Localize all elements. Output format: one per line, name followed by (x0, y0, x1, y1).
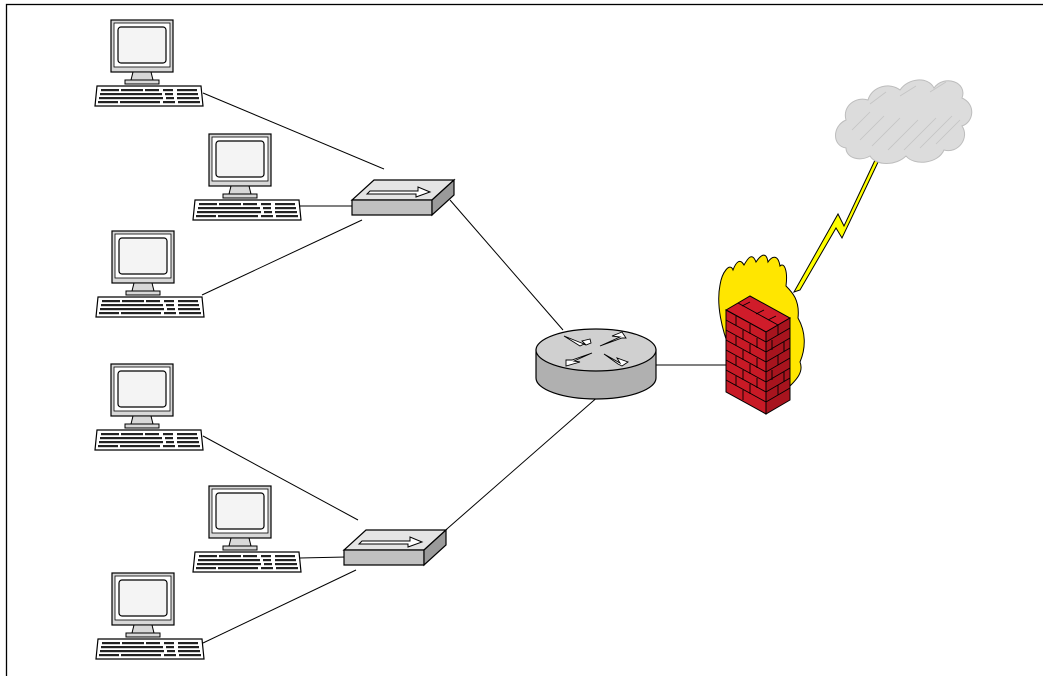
link-pc5-switch2 (299, 556, 347, 559)
firewall-icon (718, 254, 805, 415)
workstation-icon (192, 133, 302, 221)
workstation-icon (94, 363, 204, 451)
switch-icon (343, 529, 447, 566)
link-switch2-router (439, 394, 601, 536)
links-group (201, 92, 728, 644)
link-pc1-switch1 (202, 92, 385, 170)
link-switch1-router (449, 199, 564, 331)
workstation-icon (95, 572, 205, 660)
router-icon (535, 328, 657, 400)
cloud-icon (835, 79, 973, 164)
workstation-icon (95, 230, 205, 318)
link-pc6-switch2 (202, 569, 357, 644)
link-pc4-switch2 (202, 435, 359, 521)
switch-icon (351, 179, 455, 216)
workstation-icon (192, 485, 302, 573)
wan-lightning-icon (792, 157, 881, 293)
link-pc3-switch1 (201, 219, 363, 296)
diagram-frame (5, 3, 1043, 676)
workstation-icon (94, 19, 204, 107)
